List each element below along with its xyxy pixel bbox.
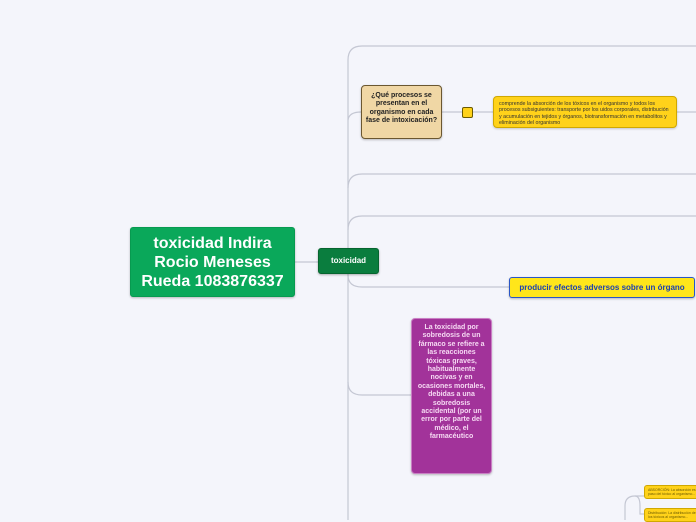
connector-small-notes (624, 495, 644, 520)
connector-question (347, 111, 362, 121)
overdose-definition-text: La toxicidad por sobredosis de un fármac… (417, 324, 486, 441)
question-topic[interactable]: ¿Qué procesos se presentan en el organis… (361, 85, 442, 139)
connector-adverse (347, 274, 509, 288)
adverse-effects-label: producir efectos adversos sobre un órgan… (519, 283, 685, 292)
overdose-definition-topic[interactable]: La toxicidad por sobredosis de un fármac… (411, 318, 492, 474)
connector-branch-empty-2 (347, 215, 696, 231)
root-topic[interactable]: toxicidad Indira Rocio Meneses Rueda 108… (130, 227, 295, 297)
connector-small-note-2 (634, 495, 644, 515)
absorption-note[interactable]: comprende la absorción de los tóxicos en… (493, 96, 677, 128)
main-topic[interactable]: toxicidad (318, 248, 379, 274)
adverse-effects-topic[interactable]: producir efectos adversos sobre un órgan… (509, 277, 695, 298)
collapse-toggle[interactable] (462, 107, 473, 118)
distribution-small-note-text: Distribución: La distribución de los tóx… (648, 511, 696, 520)
absorption-small-note[interactable]: ABSORCIÓN: La absorción es el paso del t… (644, 485, 696, 499)
main-topic-label: toxicidad (330, 256, 367, 265)
connector-branch-empty-1 (347, 173, 696, 189)
root-topic-label: toxicidad Indira Rocio Meneses Rueda 108… (141, 235, 284, 290)
connector-overdose (347, 381, 411, 396)
connector-spine (347, 45, 696, 520)
question-topic-label: ¿Qué procesos se presentan en el organis… (365, 92, 438, 125)
absorption-note-text: comprende la absorción de los tóxicos en… (499, 101, 669, 127)
absorption-small-note-text: ABSORCIÓN: La absorción es el paso del t… (648, 488, 696, 497)
